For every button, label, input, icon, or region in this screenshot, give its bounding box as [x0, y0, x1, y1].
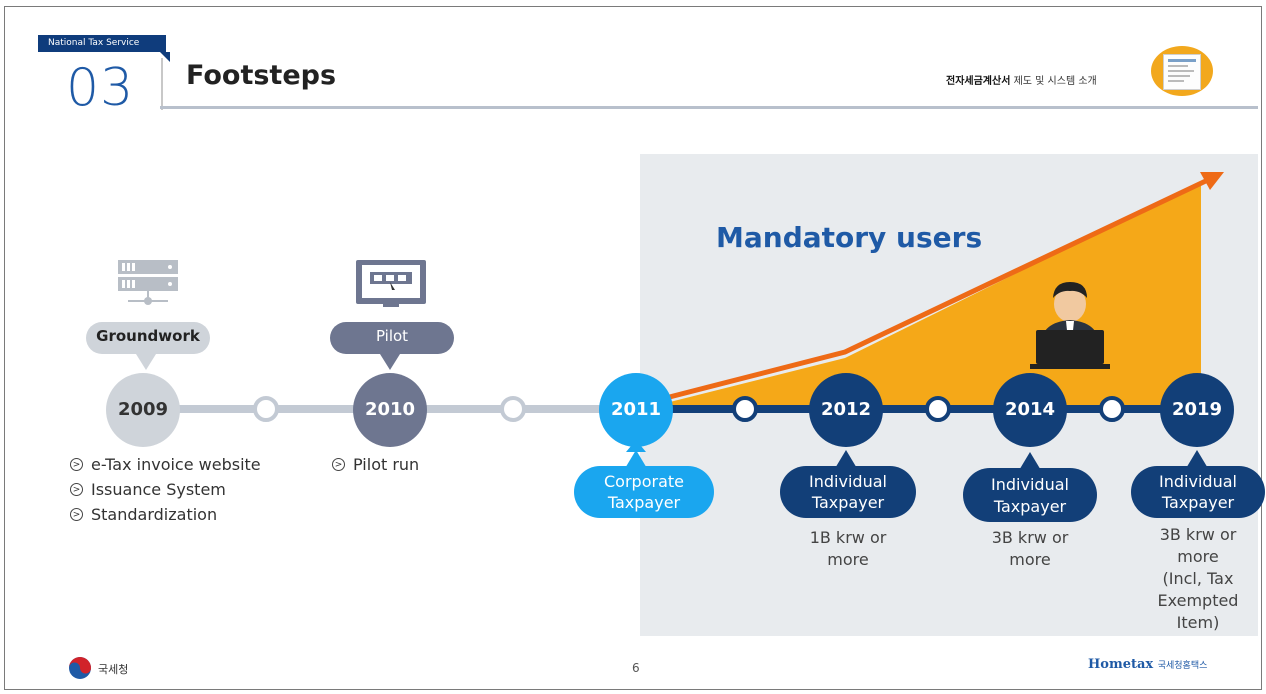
year-2010: 2010: [364, 399, 416, 420]
individual-taxpayer-bubble: [1131, 466, 1265, 518]
bubble-tail: [1185, 450, 1209, 470]
bubble-tail: [380, 354, 400, 370]
chevron-circle-icon: >: [70, 483, 83, 496]
bubble-tail: [1018, 452, 1042, 472]
bubble-line: Taxpayer: [1161, 493, 1235, 512]
bubble-tail: [626, 440, 646, 452]
subtitle-rest: 제도 및 시스템 소개: [1013, 76, 1097, 87]
note-line: Exempted: [1157, 591, 1239, 610]
list-item-text: Standardization: [91, 505, 218, 524]
bubble-tail: [624, 450, 648, 470]
year-circle-2011: [599, 373, 673, 447]
growth-arrowhead: [1200, 172, 1224, 190]
year-2011: 2011: [610, 399, 662, 420]
note-line: more: [1177, 547, 1219, 566]
mandatory-users-label: Mandatory users: [716, 221, 983, 254]
growth-arrow: [649, 175, 1214, 405]
slide-frame: [4, 6, 1262, 690]
document-lines: [1168, 59, 1196, 82]
chevron-circle-icon: >: [332, 458, 345, 471]
timeline-node: [925, 396, 951, 422]
header-subtitle: 전자세금계산서 제도 및 시스템 소개: [946, 72, 1097, 87]
agency-name: 국세청: [98, 663, 129, 676]
individual-taxpayer-bubble: [963, 468, 1097, 522]
list-item-text: Issuance System: [91, 480, 226, 499]
section-number: 03: [66, 58, 135, 118]
monitor-icon: [356, 260, 426, 307]
bubble-tail: [136, 354, 156, 370]
groundwork-label: Groundwork: [96, 327, 200, 345]
page-number: 6: [632, 661, 640, 675]
individual-taxpayer-bubble: [780, 466, 916, 518]
korea-emblem-icon: [69, 657, 91, 679]
list-item: > Standardization: [70, 502, 261, 527]
subtitle-bold: 전자세금계산서: [946, 76, 1011, 87]
list-item: > Pilot run: [332, 452, 419, 477]
timeline-node: [732, 396, 758, 422]
timeline-node: [500, 396, 526, 422]
pilot-bubble: [330, 322, 454, 354]
chevron-circle-icon: >: [70, 458, 83, 471]
year-circle-2014: [993, 373, 1067, 447]
list-item-text: Pilot run: [353, 455, 420, 474]
groundwork-bubble: [86, 322, 210, 354]
hometax-logo: Hometax 국세청홈택스: [1088, 657, 1207, 672]
bubble-line: Taxpayer: [811, 493, 885, 512]
note-line: more: [1009, 550, 1051, 569]
document-paper: [1163, 54, 1201, 90]
hometax-wordmark: Hometax: [1088, 657, 1154, 672]
note-2014: 3B krw or more: [970, 527, 1090, 571]
individual-taxpayer-label-2019: Individual Taxpayer: [1131, 471, 1265, 513]
bubble-line: Individual: [809, 472, 887, 491]
year-2012: 2012: [820, 399, 872, 420]
page-title: Footsteps: [186, 60, 337, 91]
list-item-text: e-Tax invoice website: [91, 455, 261, 474]
list-2010: > Pilot run: [332, 452, 419, 477]
hometax-subtext: 국세청홈택스: [1157, 661, 1208, 671]
note-line: Item): [1176, 613, 1220, 632]
bubble-line: Corporate: [604, 472, 684, 491]
header-divider: [161, 58, 163, 110]
agency-tag: National Tax Service: [38, 35, 166, 52]
list-item: > Issuance System: [70, 477, 261, 502]
timeline-node: [253, 396, 279, 422]
bubble-tail: [834, 450, 858, 470]
growth-area: [650, 182, 1201, 407]
year-circle-2012: [809, 373, 883, 447]
header-rule: [160, 106, 1258, 109]
individual-taxpayer-label-2014: Individual Taxpayer: [963, 474, 1097, 518]
year-circle-2009: [106, 373, 180, 447]
year-circle-2010: [353, 373, 427, 447]
note-2012: 1B krw or more: [788, 527, 908, 571]
note-line: 3B krw or: [991, 528, 1069, 547]
year-2019: 2019: [1171, 399, 1223, 420]
note-line: more: [827, 550, 869, 569]
bubble-line: Taxpayer: [607, 493, 681, 512]
person-at-laptop-icon: [1030, 282, 1110, 369]
year-2009: 2009: [117, 399, 169, 420]
timeline-node: [1099, 396, 1125, 422]
list-item: > e-Tax invoice website: [70, 452, 261, 477]
chevron-circle-icon: >: [70, 508, 83, 521]
note-line: (Incl, Tax: [1162, 569, 1234, 588]
note-line: 1B krw or: [809, 528, 887, 547]
year-2014: 2014: [1004, 399, 1056, 420]
server-icon: [118, 260, 178, 305]
individual-taxpayer-label-2012: Individual Taxpayer: [780, 471, 916, 513]
list-2009: >e-Tax invoice website >Issuance System …: [70, 452, 261, 527]
bubble-line: Individual: [1159, 472, 1237, 491]
note-line: 3B krw or: [1159, 525, 1237, 544]
bubble-line: Taxpayer: [993, 497, 1067, 516]
bubble-line: Individual: [991, 475, 1069, 494]
pilot-label: Pilot: [375, 327, 409, 345]
corporate-taxpayer-label: Corporate Taxpayer: [574, 471, 714, 513]
tag-notch: [160, 52, 170, 62]
corporate-taxpayer-bubble: [574, 466, 714, 518]
year-circle-2019: [1160, 373, 1234, 447]
note-2019: 3B krw or more (Incl, Tax Exempted Item): [1136, 524, 1260, 634]
